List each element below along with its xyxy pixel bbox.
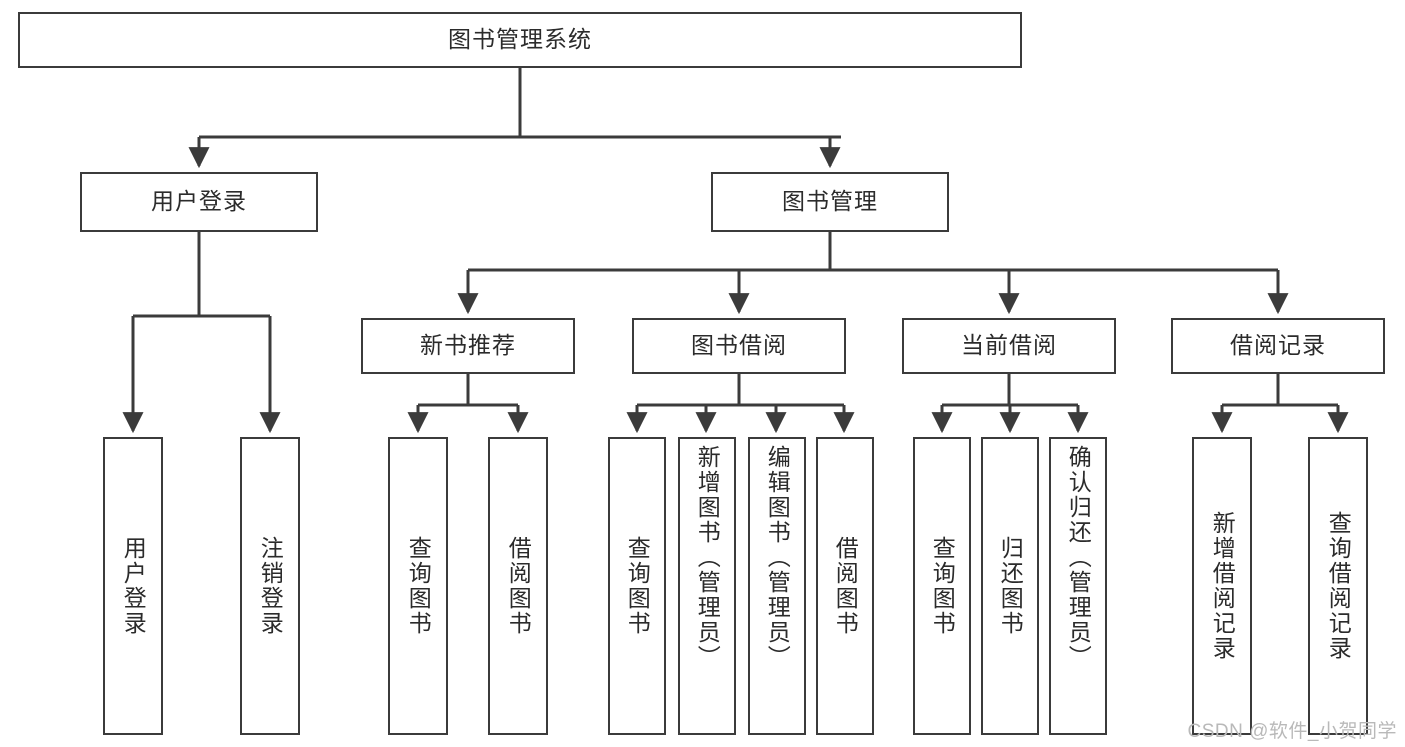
node-label: 图书管理 [782, 188, 878, 215]
node-label: 确认归还（管理员） [1065, 445, 1092, 670]
leaf-query-book-1[interactable]: 查询图书 [388, 437, 448, 735]
node-label: 新书推荐 [420, 332, 516, 359]
node-user-login[interactable]: 用户登录 [80, 172, 318, 232]
leaf-query-book-3[interactable]: 查询图书 [913, 437, 971, 735]
node-book-borrow[interactable]: 图书借阅 [632, 318, 846, 374]
node-label: 借阅图书 [505, 536, 532, 636]
node-label: 编辑图书（管理员） [764, 445, 791, 670]
node-label: 用户登录 [120, 536, 147, 636]
leaf-return-book[interactable]: 归还图书 [981, 437, 1039, 735]
leaf-borrow-book-1[interactable]: 借阅图书 [488, 437, 548, 735]
node-label: 借阅记录 [1230, 332, 1326, 359]
node-label: 查询图书 [624, 536, 651, 636]
node-new-book-recommend[interactable]: 新书推荐 [361, 318, 575, 374]
leaf-add-borrow-record[interactable]: 新增借阅记录 [1192, 437, 1252, 735]
node-label: 查询图书 [929, 536, 956, 636]
watermark: CSDN @软件_小贺同学 [1187, 721, 1397, 742]
leaf-query-borrow-record[interactable]: 查询借阅记录 [1308, 437, 1368, 735]
node-label: 查询图书 [405, 536, 432, 636]
node-book-manage[interactable]: 图书管理 [711, 172, 949, 232]
node-label: 查询借阅记录 [1325, 511, 1352, 661]
node-label: 借阅图书 [832, 536, 859, 636]
node-label: 新增借阅记录 [1209, 511, 1236, 661]
node-label: 当前借阅 [961, 332, 1057, 359]
leaf-query-book-2[interactable]: 查询图书 [608, 437, 666, 735]
leaf-confirm-return[interactable]: 确认归还（管理员） [1049, 437, 1107, 735]
leaf-user-logout[interactable]: 注销登录 [240, 437, 300, 735]
leaf-edit-book[interactable]: 编辑图书（管理员） [748, 437, 806, 735]
node-borrow-record[interactable]: 借阅记录 [1171, 318, 1385, 374]
node-label: 用户登录 [151, 188, 247, 215]
node-book-management-system[interactable]: 图书管理系统 [18, 12, 1022, 68]
leaf-borrow-book-2[interactable]: 借阅图书 [816, 437, 874, 735]
node-label: 归还图书 [997, 536, 1024, 636]
leaf-add-book[interactable]: 新增图书（管理员） [678, 437, 736, 735]
node-label: 新增图书（管理员） [694, 445, 721, 670]
node-label: 图书管理系统 [448, 26, 592, 53]
node-label: 图书借阅 [691, 332, 787, 359]
leaf-user-login[interactable]: 用户登录 [103, 437, 163, 735]
node-label: 注销登录 [257, 536, 284, 636]
node-current-borrow[interactable]: 当前借阅 [902, 318, 1116, 374]
